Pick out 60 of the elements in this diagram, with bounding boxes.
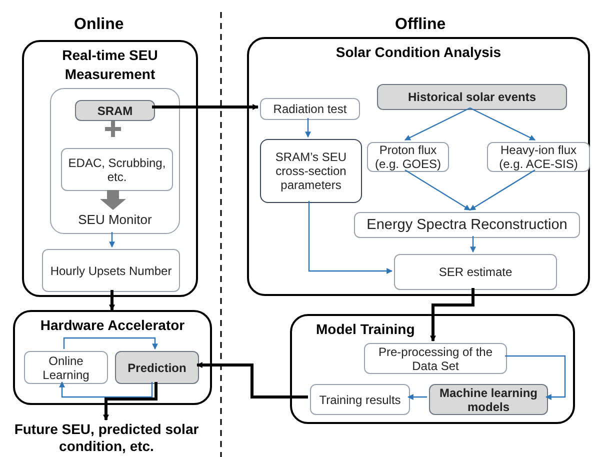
connector-arrow [470, 236, 476, 253]
connector-arrow [430, 288, 474, 342]
connector-arrow [63, 337, 158, 350]
output-text: Future SEU, predicted solar condition, etc. [13, 421, 200, 455]
connector-arrow [109, 232, 115, 248]
group-panel [13, 310, 212, 405]
box-label: EDAC, Scrubbing, etc. [67, 156, 167, 184]
panel-title: Real-time SEU Measurement [61, 46, 159, 84]
panel-title: Model Training [316, 320, 415, 339]
process-box [367, 142, 449, 172]
box-label: Machine learning models [438, 386, 539, 414]
connector-arrow [59, 381, 153, 398]
box-label: Proton flux (e.g. GOES) [374, 143, 442, 171]
process-box [487, 142, 590, 172]
highlighted-box [429, 384, 548, 415]
panel-title: Solar Condition Analysis [334, 43, 502, 62]
process-box [354, 212, 580, 238]
process-box [42, 249, 180, 292]
box-label: SRAM’s SEU cross-section parameters [274, 150, 348, 192]
column-heading: Online [74, 15, 124, 35]
panel-label: SEU Monitor [77, 210, 153, 228]
connector-arrow [152, 104, 259, 110]
process-box [260, 139, 362, 203]
connector-arrow [404, 107, 470, 141]
box-label: Heavy-ion flux (e.g. ACE-SIS) [498, 143, 579, 171]
box-label: Prediction [128, 360, 186, 374]
connector-arrow [109, 290, 115, 311]
connector-arrow [196, 362, 308, 398]
box-label: SRAM [97, 104, 133, 118]
box-label: Training results [319, 392, 401, 406]
box-label: Hourly Upsets Number [50, 264, 172, 278]
connector-arrow [470, 169, 536, 211]
connector-arrow [103, 382, 158, 421]
process-box [394, 254, 557, 290]
process-box [61, 148, 173, 191]
connector-arrow [505, 355, 566, 400]
connector-arrow [470, 107, 536, 141]
box-label: Radiation test [273, 102, 347, 116]
box-label: Energy Spectra Reconstruction [366, 218, 568, 232]
connector-arrow [407, 394, 427, 400]
process-box [364, 343, 507, 374]
panel-title: Hardware Accelerator [39, 316, 186, 335]
column-heading: Offline [395, 15, 446, 35]
sub-panel [50, 88, 180, 234]
group-panel [22, 40, 198, 297]
connector-arrow [404, 169, 470, 211]
connector-arrow [308, 201, 393, 274]
highlighted-box [115, 351, 199, 384]
group-panel [290, 314, 575, 424]
highlighted-box [377, 84, 567, 110]
box-label: Online Learning [42, 354, 90, 382]
connector-arrow [305, 118, 311, 138]
process-box [24, 351, 108, 384]
process-box [310, 384, 410, 415]
highlighted-box [75, 100, 155, 121]
box-label: SER estimate [438, 265, 512, 279]
box-label: Pre-processing of the Data Set [377, 344, 494, 372]
process-box [260, 98, 360, 120]
box-label: Historical solar events [408, 90, 536, 104]
group-panel [247, 37, 590, 296]
